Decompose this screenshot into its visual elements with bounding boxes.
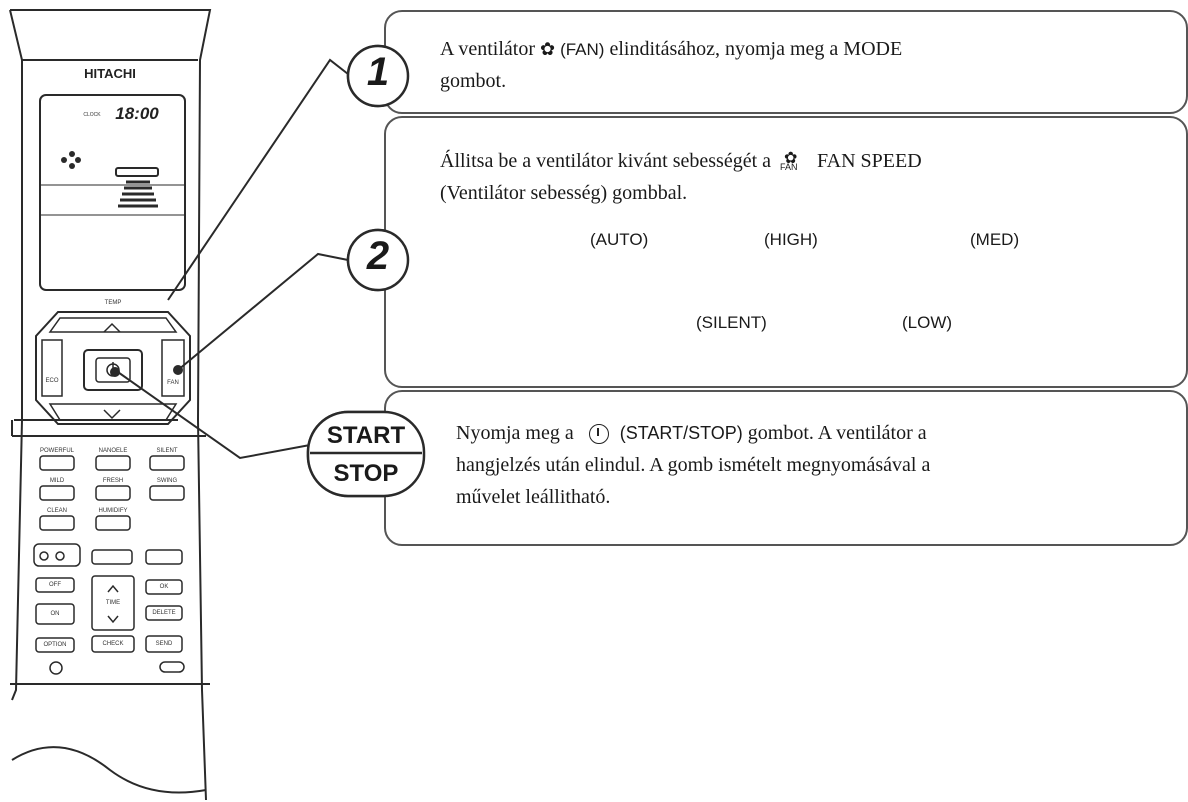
cycle-low: (LOW) — [902, 313, 953, 332]
step-1-text-c: elinditásához, nyomja meg a MODE — [609, 38, 903, 60]
nanoele-button[interactable]: NANOELE — [98, 448, 128, 454]
start-label: START — [326, 422, 406, 449]
step-1-line-1: A ventilátor ✿ (FAN) elinditásához, nyom… — [440, 34, 1160, 65]
clean-button[interactable]: CLEAN — [46, 508, 67, 514]
step-3-line-1: Nyomja meg a (START/STOP) gombot. A vent… — [456, 418, 1166, 448]
step-2-box — [384, 116, 1188, 388]
step-1-text-b: (FAN) — [560, 40, 605, 59]
on-button[interactable]: ON — [50, 611, 60, 617]
swing-button[interactable]: SWING — [156, 478, 178, 484]
step-1-text-a: A ventilátor — [440, 38, 535, 60]
step-2-text-b: FAN SPEED — [817, 150, 922, 172]
step-3-text-a: Nyomja meg a — [456, 422, 574, 444]
remote-control — [9, 9, 212, 801]
fan-icon-label: FAN — [780, 162, 798, 173]
step-3-line-3: művelet leállitható. — [456, 486, 611, 508]
step-2-line-2: (Ventilátor sebesség) gombbal. — [440, 182, 688, 204]
display-time: 18:00 — [115, 104, 159, 123]
send-button[interactable]: SEND — [155, 641, 173, 647]
clock-label: CLOCK — [83, 112, 101, 118]
step-2-text-a: Állitsa be a ventilátor kivánt sebességé… — [440, 150, 772, 172]
cycle-silent: (SILENT) — [696, 313, 767, 332]
step-3-box — [384, 390, 1188, 546]
step-1-number: 1 — [366, 50, 390, 94]
cycle-med: (MED) — [970, 230, 1020, 249]
eco-label: ECO — [45, 378, 59, 384]
cycle-auto: (AUTO) — [590, 230, 649, 249]
fan-icon: ✿ — [539, 39, 556, 59]
powerful-button[interactable]: POWERFUL — [39, 448, 74, 454]
time-button[interactable]: TIME — [105, 600, 121, 606]
ok-button[interactable]: OK — [159, 584, 169, 590]
fan-label-remote: FAN — [167, 380, 179, 386]
fan-icon — [61, 151, 81, 169]
power-icon — [588, 424, 609, 445]
humidify-button[interactable]: HUMIDIFY — [98, 508, 128, 514]
check-button[interactable]: CHECK — [102, 641, 124, 647]
delete-button[interactable]: DELETE — [152, 610, 176, 616]
fan-speed-icon: ✿ FAN — [780, 150, 798, 173]
temp-label: TEMP — [104, 300, 122, 306]
fresh-button[interactable]: FRESH — [102, 478, 124, 484]
step-2-number: 2 — [366, 234, 390, 278]
cycle-high: (HIGH) — [764, 230, 818, 249]
silent-button[interactable]: SILENT — [156, 448, 178, 454]
step-3-text-c: gombot. A ventilátor a — [747, 422, 927, 444]
step-1-line-2: gombot. — [440, 70, 507, 92]
step-3-line-2: hangjelzés után elindul. A gomb ismételt… — [456, 454, 931, 476]
stop-label: STOP — [333, 460, 399, 487]
callout-lines — [11, 58, 349, 460]
step-2-line-1: Állitsa be a ventilátor kivánt sebességé… — [440, 146, 1160, 176]
step-1-box — [384, 10, 1188, 114]
step-3-text-b: (START/STOP) — [619, 423, 743, 443]
off-button[interactable]: OFF — [49, 582, 61, 588]
brand-logo: HITACHI — [84, 66, 136, 81]
mild-button[interactable]: MILD — [49, 478, 65, 484]
option-button[interactable]: OPTION — [43, 642, 67, 648]
